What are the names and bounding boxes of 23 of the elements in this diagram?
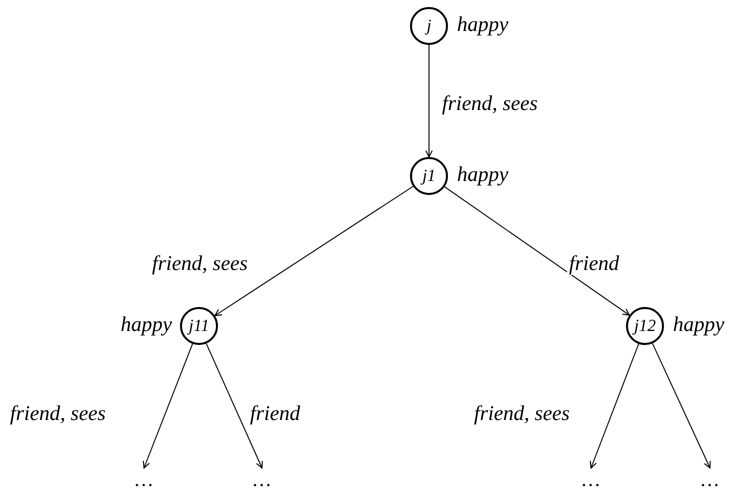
arrow bbox=[444, 186, 630, 316]
node-label: j1 bbox=[422, 166, 436, 186]
node-annotation: happy bbox=[457, 162, 508, 186]
arrow bbox=[214, 186, 414, 316]
node-annotation: happy bbox=[673, 312, 724, 336]
arrow bbox=[206, 343, 263, 469]
node-label: j11 bbox=[188, 316, 210, 336]
node-annotation: happy bbox=[457, 12, 508, 36]
ellipsis: … bbox=[695, 470, 725, 489]
arrow bbox=[590, 343, 640, 469]
node-circle bbox=[410, 157, 448, 195]
node-label: j12 bbox=[634, 316, 656, 336]
node-label: j bbox=[426, 16, 432, 36]
node-circle bbox=[410, 7, 448, 45]
node-circle bbox=[180, 307, 218, 345]
ellipsis: … bbox=[247, 470, 277, 489]
ellipsis: … bbox=[129, 470, 159, 489]
arrow bbox=[652, 342, 711, 469]
ellipsis: … bbox=[576, 470, 606, 489]
arrow bbox=[142, 343, 194, 469]
node-annotation: happy bbox=[120, 312, 172, 336]
arrow bbox=[425, 44, 433, 158]
node-circle bbox=[626, 307, 664, 345]
